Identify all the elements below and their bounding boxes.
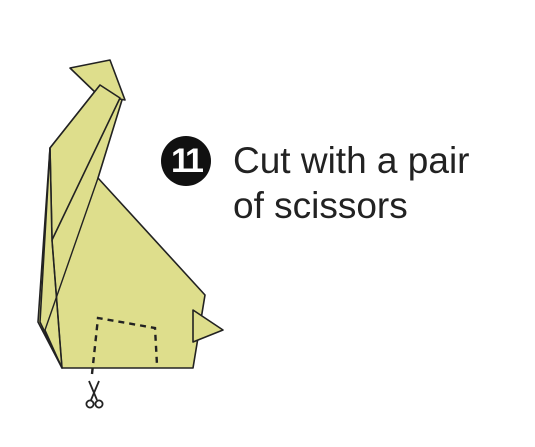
fold-line (51, 239, 63, 369)
scissors-icon (85, 380, 104, 409)
step-number-badge: 11 (161, 136, 211, 186)
instruction-line-2: of scissors (233, 185, 408, 226)
instruction-line-1: Cut with a pair (233, 140, 470, 181)
fold-line (44, 177, 99, 331)
fold-line (44, 329, 63, 369)
origami-body (37, 84, 206, 369)
dashed-cut-line (90, 316, 159, 375)
step-instruction: Cut with a pair of scissors (233, 138, 523, 228)
origami-tail (192, 309, 224, 343)
origami-head (69, 59, 126, 101)
